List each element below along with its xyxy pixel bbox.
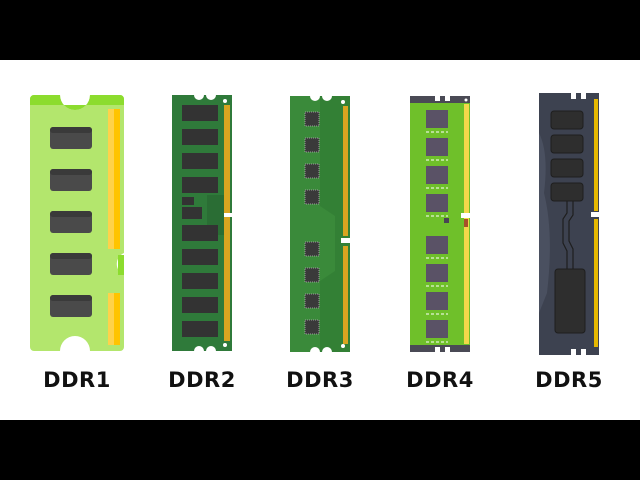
ddr4-module [410, 96, 470, 352]
ddr5-label: DDR5 [535, 368, 603, 392]
ddr4-label: DDR4 [406, 368, 474, 392]
ddr1-ram-stick-icon [30, 95, 124, 351]
letterbox-top [0, 0, 640, 60]
ddr1-label: DDR1 [43, 368, 111, 392]
ram-generations-illustration: DDR1 [0, 60, 640, 420]
ddr1-module [30, 95, 124, 351]
ddr3-module [290, 96, 350, 352]
ddr3-label: DDR3 [286, 368, 354, 392]
ddr2-module [172, 95, 232, 351]
letterbox-bottom [0, 420, 640, 480]
ddr3-ram-stick-icon [290, 96, 350, 352]
ddr2-label: DDR2 [168, 368, 236, 392]
ddr5-ram-stick-icon [539, 93, 599, 355]
ddr5-module [539, 93, 599, 355]
ddr2-ram-stick-icon [172, 95, 232, 351]
ddr4-ram-stick-icon [410, 96, 470, 352]
